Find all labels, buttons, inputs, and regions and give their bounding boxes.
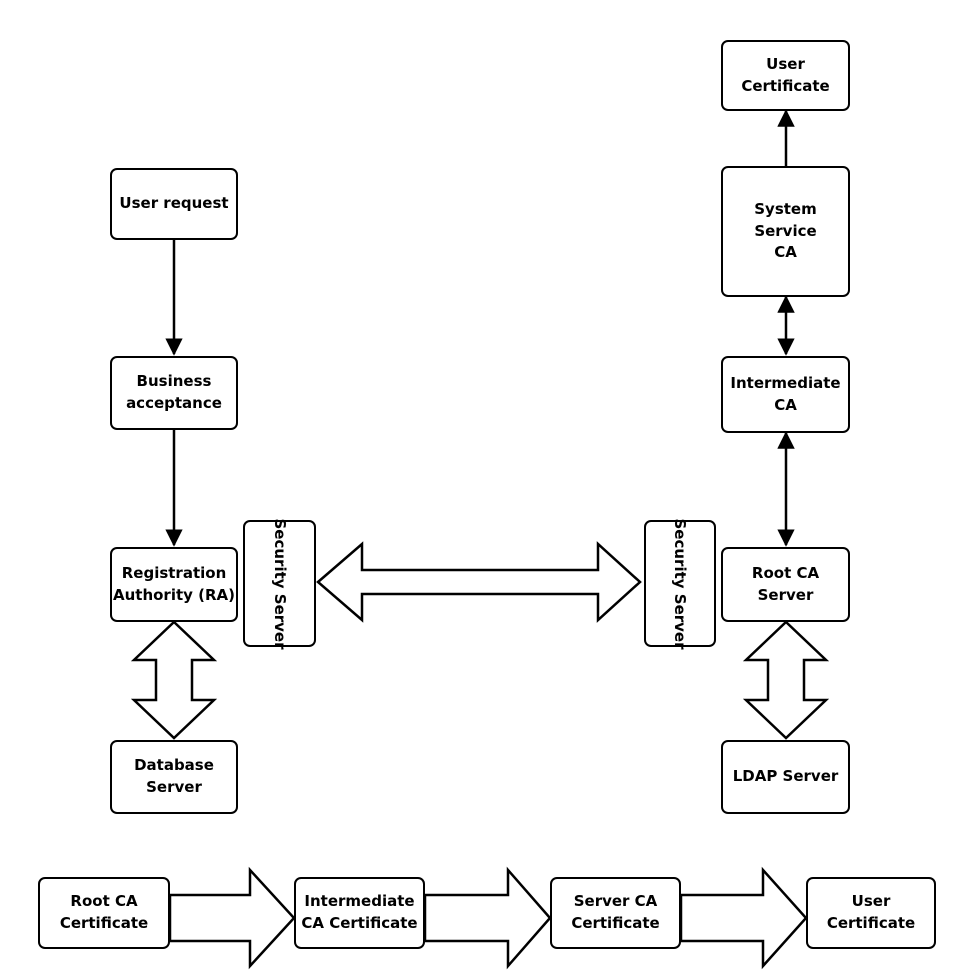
user-certificate-top-label: User Certificate	[741, 54, 830, 95]
chain-arrow-3	[679, 866, 808, 970]
root-ca-server-label: Root CA Server	[751, 563, 820, 604]
chain-arrow-2	[423, 866, 552, 970]
double-arrow-ra-database	[130, 620, 218, 740]
chain-intermediate-ca-certificate: Intermediate CA Certificate	[294, 877, 425, 949]
security-server-left: Security Server	[243, 518, 316, 649]
user-request-box: User request	[110, 168, 238, 240]
chain-intermediate-ca-certificate-label: Intermediate CA Certificate	[301, 892, 418, 932]
ldap-server-box: LDAP Server	[721, 740, 850, 814]
intermediate-ca-label: Intermediate CA	[730, 373, 841, 414]
user-request-label: User request	[119, 194, 229, 213]
ldap-server-label: LDAP Server	[732, 767, 839, 786]
chain-server-ca-certificate-label: Server CA Certificate	[571, 892, 660, 932]
chain-user-certificate-label: User Certificate	[826, 892, 916, 932]
chain-root-ca-certificate: Root CA Certificate	[38, 877, 170, 949]
registration-authority-box: Registration Authority (RA)	[110, 547, 238, 622]
root-ca-server-box: Root CA Server	[721, 547, 850, 622]
double-arrow-security-servers	[316, 541, 642, 623]
database-server-box: Database Server	[110, 740, 238, 814]
chain-user-certificate: User Certificate	[806, 877, 936, 949]
chain-server-ca-certificate: Server CA Certificate	[550, 877, 681, 949]
intermediate-ca-box: Intermediate CA	[721, 356, 850, 433]
chain-root-ca-certificate-label: Root CA Certificate	[59, 892, 149, 932]
security-server-right-label: Security Server	[671, 518, 689, 649]
registration-authority-label: Registration Authority (RA)	[112, 563, 236, 604]
security-server-right: Security Server	[644, 518, 716, 649]
security-server-left-label: Security Server	[270, 518, 289, 649]
system-service-ca-label: System Service CA	[754, 199, 817, 262]
database-server-label: Database Server	[134, 756, 214, 796]
business-acceptance-label: Business acceptance	[126, 372, 222, 412]
chain-arrow-1	[168, 866, 296, 970]
user-certificate-top-box: User Certificate	[721, 40, 850, 111]
system-service-ca-box: System Service CA	[721, 166, 850, 297]
business-acceptance-box: Business acceptance	[110, 356, 238, 430]
double-arrow-rootca-ldap	[742, 620, 830, 740]
